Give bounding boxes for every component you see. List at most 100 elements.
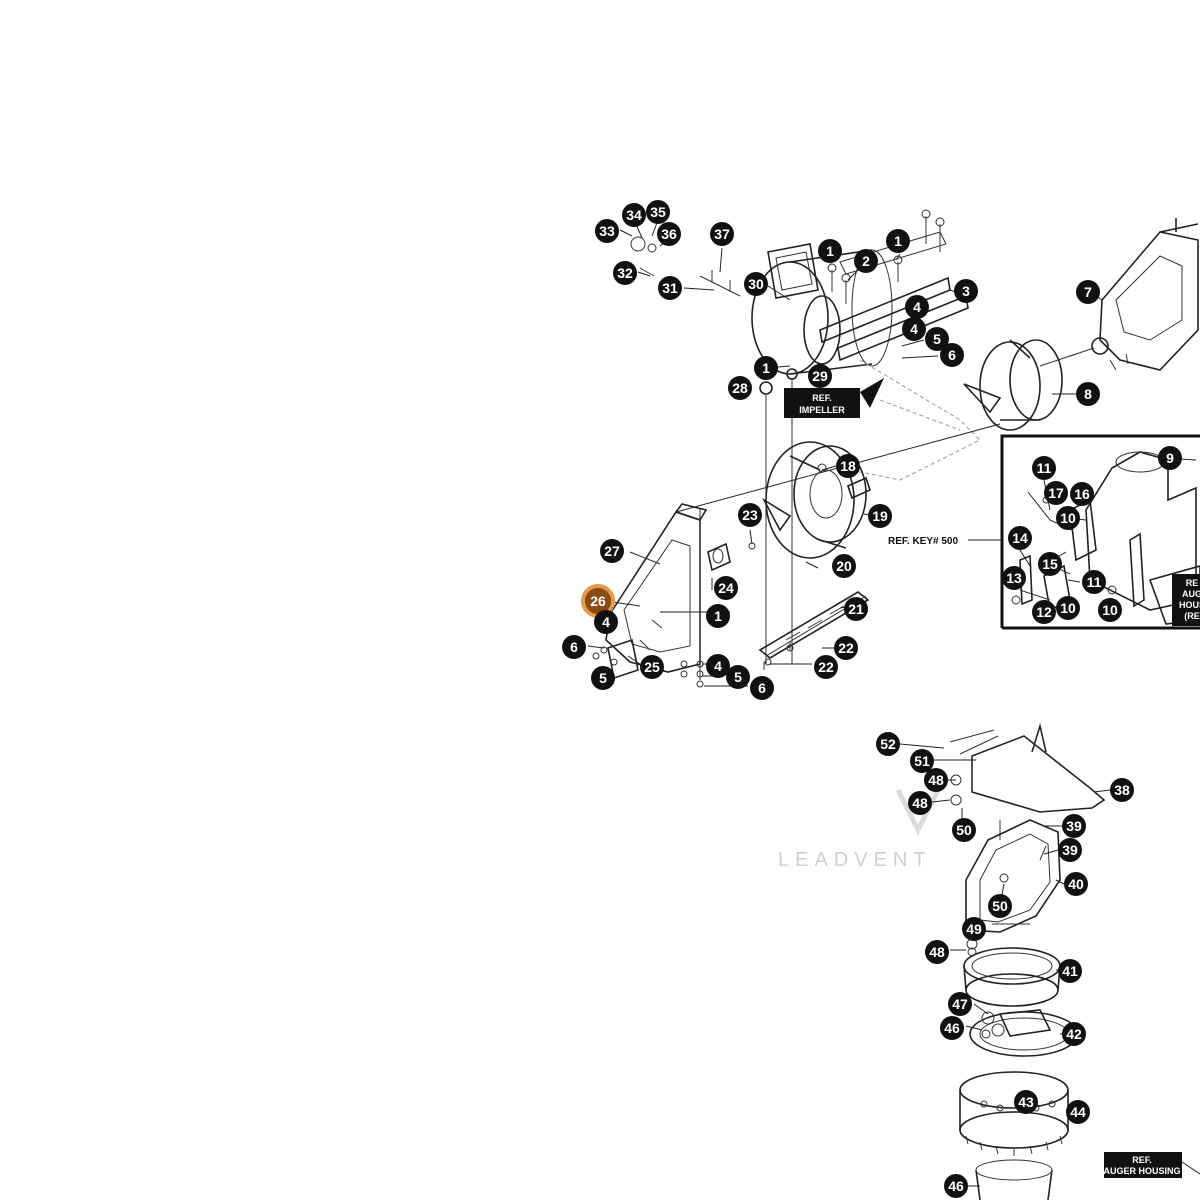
callout-10-top[interactable]: 10 (1056, 506, 1080, 530)
callout-48-mid[interactable]: 48 (908, 791, 932, 815)
callout-9[interactable]: 9 (1158, 446, 1182, 470)
svg-text:1: 1 (894, 233, 902, 249)
callout-31[interactable]: 31 (658, 276, 682, 300)
callout-18[interactable]: 18 (836, 454, 860, 478)
callout-19[interactable]: 19 (868, 504, 892, 528)
callout-28[interactable]: 28 (728, 376, 752, 400)
callout-6-upper[interactable]: 6 (940, 343, 964, 367)
callout-17[interactable]: 17 (1044, 481, 1068, 505)
callout-35[interactable]: 35 (646, 200, 670, 224)
ref-impeller-tag: REF. IMPELLER (784, 378, 884, 418)
callout-6-lower[interactable]: 6 (750, 676, 774, 700)
callout-25[interactable]: 25 (640, 655, 664, 679)
callout-8[interactable]: 8 (1076, 382, 1100, 406)
svg-text:30: 30 (748, 276, 764, 292)
callout-21[interactable]: 21 (844, 597, 868, 621)
svg-text:29: 29 (812, 368, 828, 384)
callouts: 33 34 35 36 37 32 31 30 1 2 1 3 4 4 5 6 … (562, 200, 1182, 1198)
ref-key-500-label: REF. KEY# 500 (888, 536, 958, 547)
callout-20[interactable]: 20 (832, 554, 856, 578)
callout-2[interactable]: 2 (854, 249, 878, 273)
svg-text:10: 10 (1060, 510, 1076, 526)
callout-51[interactable]: 51 (910, 749, 934, 773)
callout-46-lower[interactable]: 46 (944, 1174, 968, 1198)
callout-10-mid[interactable]: 10 (1056, 596, 1080, 620)
svg-text:51: 51 (914, 753, 930, 769)
svg-text:1: 1 (762, 360, 770, 376)
callout-14[interactable]: 14 (1008, 526, 1032, 550)
callout-32[interactable]: 32 (613, 261, 637, 285)
callout-6-plate[interactable]: 6 (562, 635, 586, 659)
callout-29[interactable]: 29 (808, 364, 832, 388)
callout-16[interactable]: 16 (1070, 482, 1094, 506)
callout-37[interactable]: 37 (710, 222, 734, 246)
callout-50-upper[interactable]: 50 (952, 818, 976, 842)
callout-11-top[interactable]: 11 (1032, 456, 1056, 480)
svg-text:47: 47 (952, 996, 968, 1012)
callout-13[interactable]: 13 (1002, 566, 1026, 590)
callout-4-lower[interactable]: 4 (706, 654, 730, 678)
callout-11-bottom[interactable]: 11 (1082, 570, 1106, 594)
callout-1-housing[interactable]: 1 (754, 356, 778, 380)
svg-text:23: 23 (742, 507, 758, 523)
callout-7[interactable]: 7 (1076, 280, 1100, 304)
svg-text:43: 43 (1018, 1094, 1034, 1110)
callout-23[interactable]: 23 (738, 503, 762, 527)
svg-text:22: 22 (818, 659, 834, 675)
callout-40[interactable]: 40 (1064, 872, 1088, 896)
callout-27[interactable]: 27 (600, 539, 624, 563)
callout-4-plate[interactable]: 4 (594, 610, 618, 634)
ref-auger-housing-tag: REF. AUGER HOUSING (1103, 1152, 1182, 1178)
left-auger-drawing (748, 441, 871, 559)
svg-text:17: 17 (1048, 485, 1064, 501)
svg-text:2: 2 (862, 253, 870, 269)
svg-text:41: 41 (1062, 963, 1078, 979)
right-side-plate-drawing (1069, 218, 1199, 371)
svg-text:AUG: AUG (1182, 589, 1200, 599)
callout-5-lower[interactable]: 5 (726, 665, 750, 689)
callout-52[interactable]: 52 (876, 732, 900, 756)
svg-text:48: 48 (928, 772, 944, 788)
callout-50-lower[interactable]: 50 (988, 894, 1012, 918)
callout-3[interactable]: 3 (954, 279, 978, 303)
svg-text:3: 3 (962, 283, 970, 299)
callout-39-lower[interactable]: 39 (1058, 838, 1082, 862)
callout-12[interactable]: 12 (1032, 600, 1056, 624)
callout-1-rail[interactable]: 1 (886, 229, 910, 253)
callout-42[interactable]: 42 (1062, 1022, 1086, 1046)
callout-1-plate[interactable]: 1 (706, 604, 730, 628)
callout-41[interactable]: 41 (1058, 959, 1082, 983)
callout-10-right[interactable]: 10 (1098, 598, 1122, 622)
callout-30[interactable]: 30 (744, 272, 768, 296)
callout-33[interactable]: 33 (595, 219, 619, 243)
callout-43[interactable]: 43 (1014, 1090, 1038, 1114)
callout-48-lower[interactable]: 48 (925, 940, 949, 964)
callout-39-upper[interactable]: 39 (1062, 814, 1086, 838)
impeller-housing-drawing (630, 209, 969, 664)
callout-36[interactable]: 36 (657, 222, 681, 246)
callout-38[interactable]: 38 (1110, 778, 1134, 802)
callout-46-upper[interactable]: 46 (940, 1016, 964, 1040)
svg-text:24: 24 (718, 580, 734, 596)
callout-44[interactable]: 44 (1066, 1100, 1090, 1124)
svg-text:14: 14 (1012, 530, 1028, 546)
callout-5-upper[interactable]: 5 (925, 327, 949, 351)
callout-22-lower[interactable]: 22 (814, 655, 838, 679)
callout-22-upper[interactable]: 22 (834, 636, 858, 660)
callout-15[interactable]: 15 (1038, 552, 1062, 576)
svg-text:4: 4 (602, 614, 610, 630)
callout-4-upper[interactable]: 4 (905, 295, 929, 319)
callout-34[interactable]: 34 (622, 203, 646, 227)
callout-48-upper[interactable]: 48 (924, 768, 948, 792)
svg-text:12: 12 (1036, 604, 1052, 620)
svg-text:6: 6 (948, 347, 956, 363)
svg-text:21: 21 (848, 601, 864, 617)
callout-1-top[interactable]: 1 (818, 239, 842, 263)
callout-24[interactable]: 24 (714, 576, 738, 600)
svg-text:36: 36 (661, 226, 677, 242)
callout-47[interactable]: 47 (948, 992, 972, 1016)
callout-5-plate[interactable]: 5 (591, 666, 615, 690)
svg-text:46: 46 (948, 1178, 964, 1194)
callout-49[interactable]: 49 (962, 917, 986, 941)
callout-4-mid[interactable]: 4 (902, 317, 926, 341)
